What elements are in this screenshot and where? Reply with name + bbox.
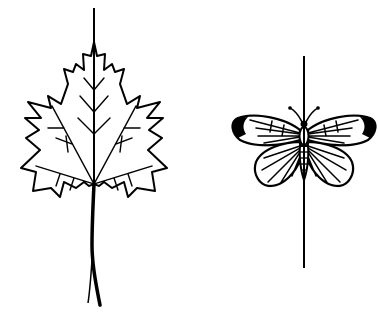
butterfly-left-antenna-tip — [288, 106, 292, 110]
maple-leaf-stem-shade — [88, 260, 92, 303]
butterfly-right-antenna-tip — [316, 106, 320, 110]
butterfly-left-antenna — [290, 108, 302, 122]
butterfly-right-antenna — [306, 108, 318, 122]
maple-leaf-stem — [92, 184, 100, 305]
maple-leaf — [21, 8, 167, 305]
butterfly — [232, 56, 376, 268]
